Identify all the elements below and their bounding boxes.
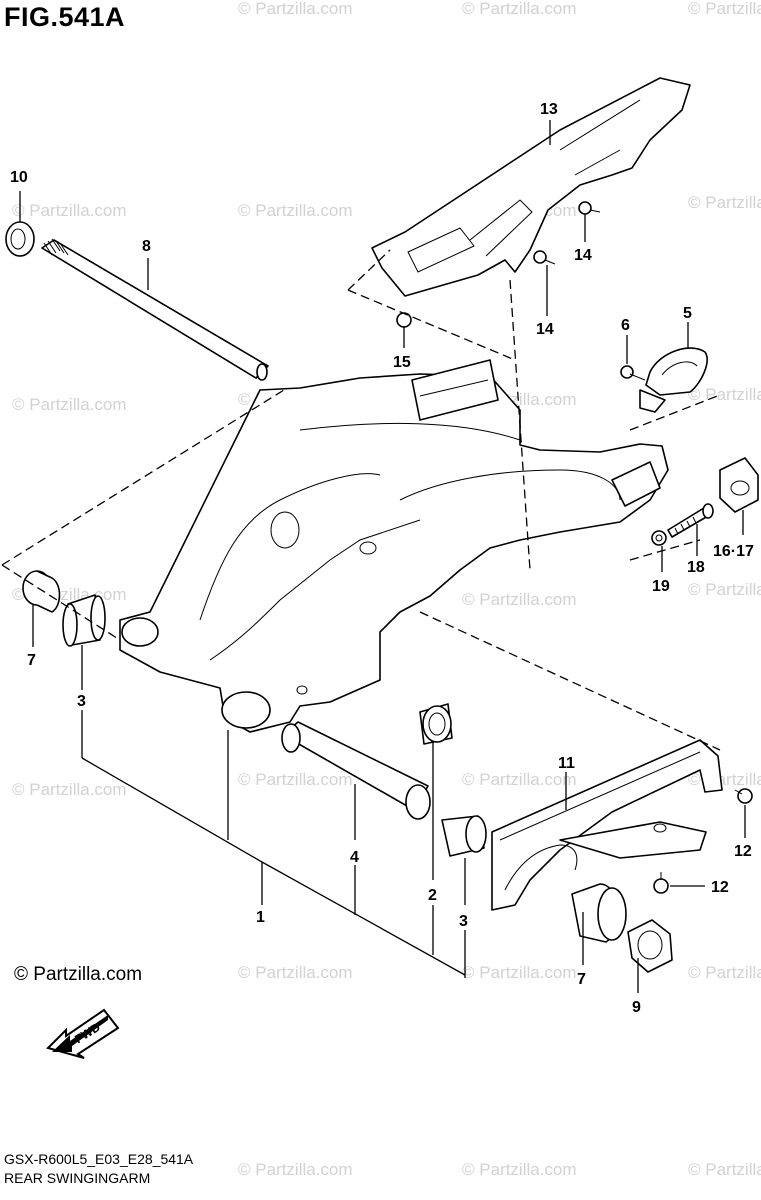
callout-12: 12 (734, 843, 752, 860)
part-3-bearing (441, 815, 487, 857)
callout-18: 18 (687, 559, 705, 576)
part-5-chain-guide (639, 347, 708, 413)
part-2-needle-bearing (419, 703, 453, 745)
part-19-nut (651, 530, 667, 546)
callout-12: 12 (711, 879, 729, 896)
section-name: REAR SWINGINGARM (4, 1170, 151, 1186)
watermark-text: © Partzilla.com (12, 780, 127, 799)
callout-4: 4 (350, 849, 359, 866)
part-12-screw (653, 872, 669, 894)
callout-6: 6 (621, 317, 630, 334)
part-14-bolt (578, 201, 601, 215)
callout-11: 11 (558, 755, 575, 772)
figure-title: FIG.541A (4, 2, 126, 32)
watermark-text: © Partzilla.com (462, 1160, 577, 1179)
callout-15: 15 (393, 354, 411, 371)
callout-7: 7 (27, 652, 36, 669)
part-11-chain-buffer (491, 739, 723, 911)
watermark-text: © Partzilla.com (12, 201, 127, 220)
callout-8: 8 (142, 238, 151, 255)
watermark-text: © Partzilla.com (688, 963, 761, 982)
watermark-text: © Partzilla.com (688, 193, 761, 212)
callout-1: 1 (256, 909, 265, 926)
callout-labels: 13 10 8 14 14 15 6 5 16·17 18 19 7 3 11 … (10, 101, 754, 1016)
callout-2: 2 (428, 887, 437, 904)
watermark-text: © Partzilla.com (12, 395, 127, 414)
part-7-collar (22, 570, 61, 613)
watermark-text: © Partzilla.com (462, 770, 577, 789)
part-14-bolt (533, 250, 556, 265)
callout-7: 7 (577, 971, 586, 988)
callout-13: 13 (540, 101, 558, 118)
leader-lines (1, 120, 746, 993)
part-4-pivot-sleeve (281, 721, 431, 820)
model-code: GSX-R600L5_E03_E28_541A (4, 1151, 194, 1167)
watermark-text: © Partzilla.com (462, 0, 577, 18)
part-8-pivot-shaft (41, 238, 269, 381)
part-18-adjuster-bolt (667, 503, 714, 538)
watermark-text: © Partzilla.com (238, 963, 353, 982)
part-10-nut (5, 221, 35, 257)
part-9-axle-nut (627, 919, 673, 973)
part-3-bearing (62, 594, 106, 647)
callout-3: 3 (459, 913, 468, 930)
callout-5: 5 (683, 305, 692, 322)
watermark-text: © Partzilla.com (688, 385, 761, 404)
watermark-text: © Partzilla.com (688, 770, 761, 789)
copyright-notice: © Partzilla.com (14, 964, 143, 985)
watermark-text: © Partzilla.com (688, 580, 761, 599)
callout-9: 9 (632, 999, 641, 1016)
part-16-17-adjuster-block (719, 457, 759, 513)
callout-14: 14 (574, 247, 592, 264)
watermark-text: © Partzilla.com (462, 963, 577, 982)
part-6-bolt (620, 365, 646, 381)
watermark-text: © Partzilla.com (238, 201, 353, 220)
callout-3: 3 (77, 693, 86, 710)
part-7-collar (571, 883, 627, 943)
fwd-arrow-icon: FWD (46, 1008, 120, 1059)
part-15-grommet (396, 312, 412, 328)
watermark-text: © Partzilla.com (688, 0, 761, 18)
callout-14: 14 (536, 321, 554, 338)
watermark-text: © Partzilla.com (238, 0, 353, 18)
callout-19: 19 (652, 578, 670, 595)
part-12-screw (734, 788, 753, 804)
callout-16-17: 16·17 (713, 543, 754, 560)
part-1-swingarm (119, 359, 669, 733)
watermark-text: © Partzilla.com (238, 1160, 353, 1179)
watermark-text: © Partzilla.com (462, 590, 577, 609)
watermark-text: © Partzilla.com (688, 1160, 761, 1179)
part-13-chain-cover (371, 77, 691, 297)
callout-10: 10 (10, 169, 28, 186)
watermark-text: © Partzilla.com (238, 770, 353, 789)
